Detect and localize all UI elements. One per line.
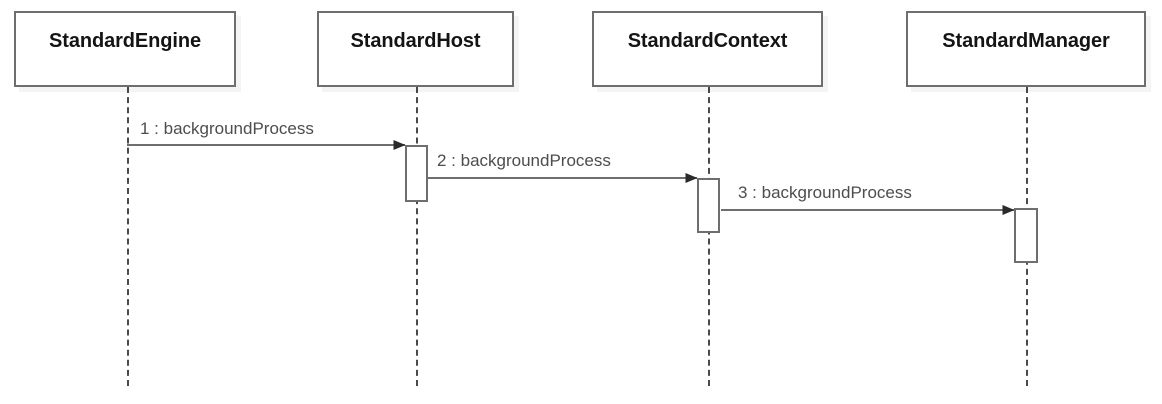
activation-bar-standard-host[interactable]: [405, 145, 428, 202]
participant-box-standard-context[interactable]: StandardContext: [592, 11, 823, 87]
participant-label-standard-context: StandardContext: [627, 30, 788, 52]
participant-box-standard-engine[interactable]: StandardEngine: [14, 11, 236, 87]
message-label-2: 2 : backgroundProcess: [437, 151, 611, 170]
activation-bar-standard-context[interactable]: [697, 178, 720, 233]
lifeline-standard-host: [416, 87, 418, 386]
lifeline-standard-context: [708, 87, 710, 386]
participant-label-standard-engine: StandardEngine: [49, 30, 201, 52]
message-label-1: 1 : backgroundProcess: [140, 119, 314, 138]
participant-label-standard-host: StandardHost: [350, 30, 481, 52]
lifeline-standard-engine: [127, 87, 129, 386]
participant-label-standard-manager: StandardManager: [942, 30, 1110, 52]
activation-bar-standard-manager[interactable]: [1014, 208, 1038, 263]
message-label-3: 3 : backgroundProcess: [738, 183, 912, 202]
participant-box-standard-manager[interactable]: StandardManager: [906, 11, 1146, 87]
participant-box-standard-host[interactable]: StandardHost: [317, 11, 514, 87]
